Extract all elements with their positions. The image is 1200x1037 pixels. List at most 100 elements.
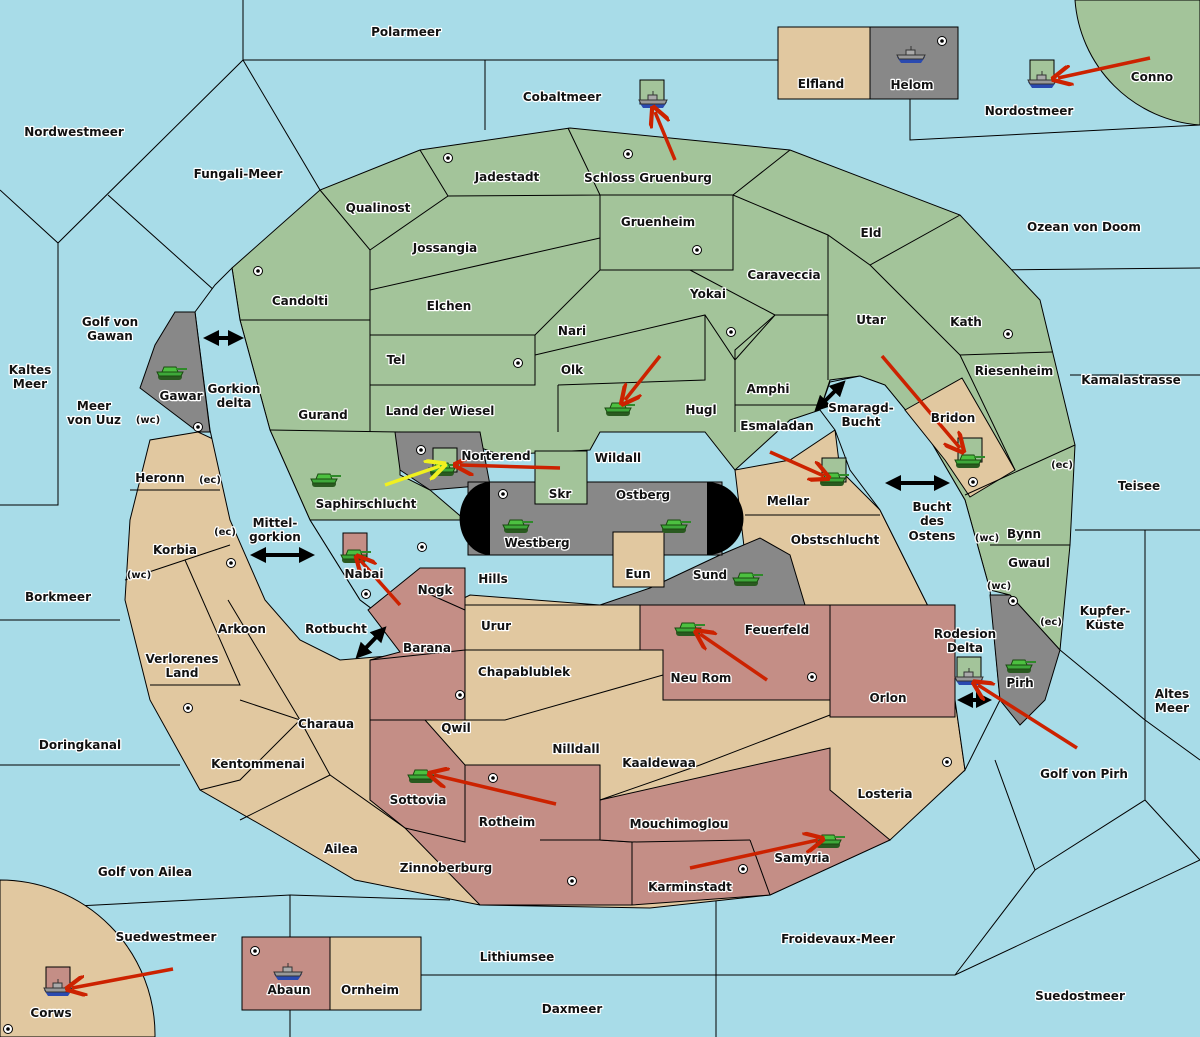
label-kupfer-kueste: Kupfer- [1080, 604, 1130, 618]
label-nordwestmeer: Nordwestmeer [24, 125, 124, 139]
supply-center-dot [256, 269, 260, 273]
label-elfland: Elfland [798, 77, 844, 91]
label-ostberg: Ostberg [616, 488, 670, 502]
label-abaun: Abaun [267, 983, 310, 997]
label-orlon: Orlon [869, 691, 906, 705]
supply-center-dot [1011, 599, 1015, 603]
supply-center-dot [6, 1027, 10, 1031]
label-altes-meer: Meer [1155, 701, 1189, 715]
label-mellar: Mellar [767, 494, 809, 508]
supply-center-dot [570, 879, 574, 883]
label-suedwestmeer: Suedwestmeer [116, 930, 217, 944]
label-coast: (ec) [214, 527, 236, 538]
supply-center-dot [253, 949, 257, 953]
label-pirh: Pirh [1006, 676, 1033, 690]
supply-center-dot [945, 760, 949, 764]
label-nordostmeer: Nordostmeer [985, 104, 1074, 118]
supply-center-dot [229, 561, 233, 565]
label-urur: Urur [481, 619, 511, 633]
label-kaaldewaa: Kaaldewaa [622, 756, 696, 770]
label-hugl: Hugl [685, 403, 716, 417]
label-amphi: Amphi [746, 382, 789, 396]
label-bridon: Bridon [931, 411, 976, 425]
label-bucht-des-ostens: Ostens [909, 529, 956, 543]
label-mittelgorkion: gorkion [249, 530, 301, 544]
label-kamalastrasse: Kamalastrasse [1081, 373, 1181, 387]
label-teisee: Teisee [1118, 479, 1160, 493]
supply-center-dot [420, 545, 424, 549]
label-rodesion-delta: Delta [947, 641, 983, 655]
supply-center-dot [1006, 332, 1010, 336]
label-kupfer-kueste: Küste [1086, 618, 1125, 632]
label-tel: Tel [387, 353, 406, 367]
label-daxmeer: Daxmeer [542, 1002, 603, 1016]
label-ozean: Ozean von Doom [1027, 220, 1141, 234]
label-cobaltmeer: Cobaltmeer [523, 90, 601, 104]
label-suedostmeer: Suedostmeer [1035, 989, 1125, 1003]
label-coast: (wc) [987, 581, 1011, 592]
label-jadestadt: Jadestadt [474, 170, 540, 184]
label-qualinost: Qualinost [346, 201, 411, 215]
label-kath: Kath [950, 315, 982, 329]
province-eun[interactable] [612, 531, 665, 588]
label-sottovia: Sottovia [390, 793, 447, 807]
label-verlorenes-land: Verlorenes [146, 652, 219, 666]
label-coast: (ec) [1040, 617, 1062, 628]
label-polarmeer: Polarmeer [371, 25, 441, 39]
label-qwil: Qwil [441, 721, 471, 735]
province-corws[interactable] [0, 879, 156, 1037]
label-olk: Olk [561, 363, 584, 377]
label-kaltes-meer: Kaltes [9, 363, 52, 377]
label-ailea: Ailea [324, 842, 358, 856]
label-nari: Nari [558, 324, 586, 338]
label-bynn: Bynn [1007, 527, 1041, 541]
label-bucht-des-ostens: Bucht [912, 500, 951, 514]
label-sund: Sund [693, 568, 727, 582]
label-utar: Utar [856, 313, 886, 327]
label-elchen: Elchen [427, 299, 472, 313]
supply-center-dot [419, 448, 423, 452]
label-altes-meer: Altes [1155, 687, 1189, 701]
label-skr: Skr [549, 487, 572, 501]
label-land-der-wiesel: Land der Wiesel [386, 404, 495, 418]
label-kaltes-meer: Meer [13, 377, 47, 391]
supply-centers [3, 36, 1018, 1034]
label-chapablublek: Chapablublek [478, 665, 571, 679]
province-westberg-ostberg[interactable] [467, 481, 723, 556]
province-elfland[interactable] [777, 26, 871, 100]
label-bucht-des-ostens: des [920, 514, 944, 528]
label-gruenheim: Gruenheim [621, 215, 695, 229]
province-orlon[interactable] [829, 604, 956, 718]
label-meer-von-uuz: von Uuz [67, 413, 121, 427]
label-borkmeer: Borkmeer [25, 590, 91, 604]
label-conno: Conno [1131, 70, 1173, 84]
label-coast: (ec) [1051, 460, 1073, 471]
label-gorkion-delta: Gorkion [208, 382, 261, 396]
label-coast: (ec) [199, 475, 221, 486]
label-smaragd-bucht: Smaragd- [828, 401, 893, 415]
province-skr[interactable] [534, 450, 588, 505]
label-gorkion-delta: delta [217, 396, 252, 410]
label-lithiumsee: Lithiumsee [480, 950, 555, 964]
label-candolti: Candolti [272, 294, 328, 308]
supply-center-dot [186, 706, 190, 710]
label-caraveccia: Caraveccia [747, 268, 820, 282]
supply-center-dot [940, 39, 944, 43]
label-hills: Hills [478, 572, 508, 586]
label-mittelgorkion: Mittel- [253, 516, 298, 530]
label-westberg: Westberg [504, 536, 569, 550]
province-ornheim[interactable] [329, 936, 422, 1011]
tunnel-west [459, 482, 490, 555]
green-territory [231, 127, 1076, 652]
label-doringkanal: Doringkanal [39, 738, 121, 752]
supply-center-dot [516, 361, 520, 365]
supply-center-dot [810, 675, 814, 679]
province-feuerfeld-neurom[interactable] [639, 604, 831, 701]
label-kentommenai: Kentommenai [211, 757, 305, 771]
label-barana: Barana [403, 641, 451, 655]
label-gawar: Gawar [159, 389, 202, 403]
label-fungali: Fungali-Meer [194, 167, 283, 181]
label-jossangia: Jossangia [412, 241, 477, 255]
supply-center-dot [196, 425, 200, 429]
